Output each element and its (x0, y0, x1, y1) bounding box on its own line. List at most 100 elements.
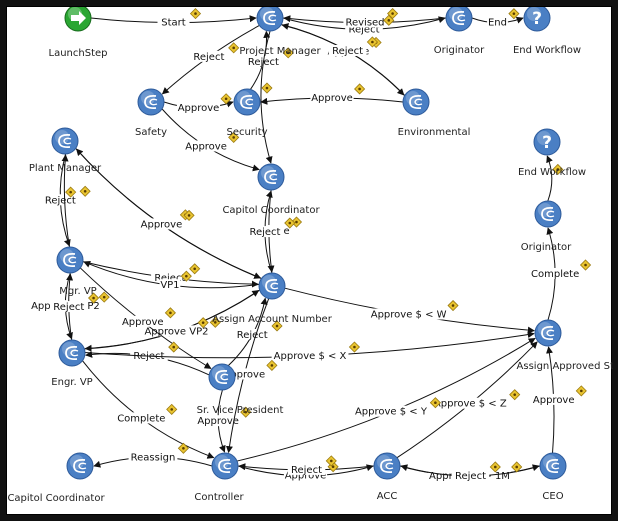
edge-ceo-to-status[interactable]: Approve (532, 346, 576, 454)
edge-engr-to-controller[interactable]: Complete (82, 360, 215, 459)
edge-badge-icon[interactable] (366, 36, 378, 48)
edge-badge-icon[interactable] (98, 291, 110, 303)
node-pm[interactable]: Project Manager (239, 7, 321, 57)
step-icon[interactable] (534, 319, 562, 347)
start-arrow-icon[interactable] (64, 7, 92, 32)
edge-badge-icon[interactable] (511, 461, 523, 473)
edge-pm-to-env[interactable]: Reject (281, 23, 405, 96)
edge-line[interactable] (281, 23, 405, 96)
edge-badge-icon[interactable] (197, 317, 209, 329)
node-orig2[interactable]: Originator (521, 200, 572, 253)
edge-line[interactable] (61, 154, 70, 248)
node-ceo[interactable]: CEO (539, 452, 567, 502)
node-env[interactable]: Environmental (398, 88, 471, 138)
edge-badge-icon[interactable] (65, 186, 77, 198)
edge-badge-icon[interactable] (579, 259, 592, 271)
step-icon[interactable] (66, 452, 94, 480)
node-engr[interactable]: Engr. VP (51, 339, 93, 388)
edge-env-to-security[interactable]: Approve (260, 91, 404, 105)
edge-orig2-to-endwf2[interactable] (546, 155, 553, 202)
edge-env-to-pm[interactable]: Approve (281, 23, 406, 96)
node-capcoord1[interactable]: Capitol Coordinator (222, 163, 320, 216)
edge-badge-icon[interactable] (164, 307, 176, 319)
edge-badge-icon[interactable] (166, 403, 178, 415)
edge-badge-icon[interactable] (447, 299, 459, 312)
edge-badge-icon[interactable] (325, 455, 337, 467)
edge-assign-to-engr[interactable]: Approve VP2 (84, 289, 260, 352)
edge-acc-to-controller[interactable]: Reject (238, 463, 375, 476)
edge-badge-icon[interactable] (387, 7, 399, 20)
edge-acc-to-status[interactable]: Approve $ < Z (396, 341, 538, 459)
step-icon[interactable] (233, 88, 261, 116)
edge-badge-icon[interactable] (489, 461, 501, 473)
edge-plant-to-mgr[interactable]: Reject (41, 153, 80, 247)
edge-badge-icon[interactable] (284, 217, 296, 229)
step-icon[interactable] (539, 452, 567, 480)
edge-line[interactable] (546, 155, 553, 202)
edge-mgr-to-assign[interactable]: Reject (82, 261, 259, 288)
edge-badge-icon[interactable] (552, 163, 564, 176)
edge-controller-to-capcoord2[interactable]: Reassign (93, 451, 213, 468)
edge-badge-icon[interactable] (240, 406, 252, 418)
edge-orig1-to-pm[interactable]: Revised (283, 15, 447, 29)
edge-svp-to-controller[interactable]: Approve (196, 389, 240, 453)
node-plant[interactable]: Plant Manager (29, 127, 102, 174)
edge-badge-icon[interactable] (575, 385, 587, 397)
edge-badge-icon[interactable] (261, 82, 273, 94)
edge-badge-icon[interactable] (180, 270, 192, 282)
step-icon[interactable] (58, 339, 86, 367)
edge-assign-to-controller[interactable]: Approve (222, 298, 270, 454)
step-icon[interactable] (208, 363, 236, 391)
edge-badge-icon[interactable] (209, 316, 221, 328)
edge-pm-to-safety[interactable]: Reject (161, 25, 260, 95)
edge-mgr-to-svp[interactable]: Approve (79, 267, 212, 369)
edge-line[interactable] (260, 30, 273, 164)
node-assign[interactable]: Assign Account Number (212, 272, 333, 325)
edge-badge-icon[interactable] (168, 341, 180, 353)
edge-engr-to-mgr[interactable]: Reject (49, 273, 88, 341)
node-endwf2[interactable]: ?End Workflow (518, 128, 586, 178)
step-icon[interactable] (211, 452, 239, 480)
edge-status-to-orig2[interactable]: Complete (530, 227, 580, 321)
step-icon[interactable] (137, 88, 165, 116)
edge-badge-icon[interactable] (348, 341, 361, 353)
edge-badge-icon[interactable] (282, 47, 294, 59)
node-capcoord2[interactable]: Capitol Coordinator (7, 452, 105, 504)
step-icon[interactable] (51, 127, 79, 155)
edge-safety-to-capcoord1[interactable]: Approve (161, 108, 260, 172)
node-launch[interactable]: LaunchStep (49, 7, 108, 59)
edge-ceo-to-acc[interactable]: Reject (400, 464, 541, 482)
step-icon[interactable] (402, 88, 430, 116)
edge-badge-icon[interactable] (509, 389, 521, 401)
edge-badge-icon[interactable] (508, 8, 520, 20)
node-controller[interactable]: Controller (194, 452, 244, 503)
edge-badge-icon[interactable] (189, 8, 202, 20)
edge-badge-icon[interactable] (271, 320, 283, 332)
edge-engr-to-status[interactable]: Approve $ < X (84, 331, 535, 362)
edge-line[interactable] (82, 360, 215, 459)
edge-badge-icon[interactable] (88, 292, 100, 304)
edge-badge-icon[interactable] (220, 93, 232, 105)
edge-assign-to-plant[interactable]: Approve (75, 148, 262, 280)
edge-assign-to-status[interactable]: Approve $ < W (284, 287, 535, 334)
step-icon[interactable] (56, 246, 84, 274)
edge-mgr-to-plant[interactable] (61, 154, 70, 248)
edge-badge-icon[interactable] (183, 209, 195, 222)
step-icon[interactable] (257, 163, 285, 191)
edge-controller-to-status[interactable]: Approve $ < Y (236, 337, 536, 462)
edge-badge-icon[interactable] (228, 42, 240, 54)
edge-badge-icon[interactable] (79, 185, 91, 197)
step-icon[interactable] (258, 272, 286, 300)
edge-badge-icon[interactable] (177, 442, 189, 454)
edge-badge-icon[interactable] (429, 397, 441, 409)
edge-badge-icon[interactable] (266, 359, 278, 371)
step-icon[interactable] (534, 200, 562, 228)
node-security[interactable]: Security (226, 88, 268, 138)
edge-assign-to-capcoord1[interactable]: Reject (246, 190, 284, 274)
edge-badge-icon[interactable] (228, 131, 240, 144)
node-safety[interactable]: Safety (135, 88, 167, 138)
node-endwf1[interactable]: ?End Workflow (513, 7, 581, 56)
node-orig1[interactable]: Originator (434, 7, 485, 56)
edge-safety-to-security[interactable]: Approve (163, 100, 234, 114)
edge-pm-to-orig1[interactable]: Reject (282, 16, 446, 35)
